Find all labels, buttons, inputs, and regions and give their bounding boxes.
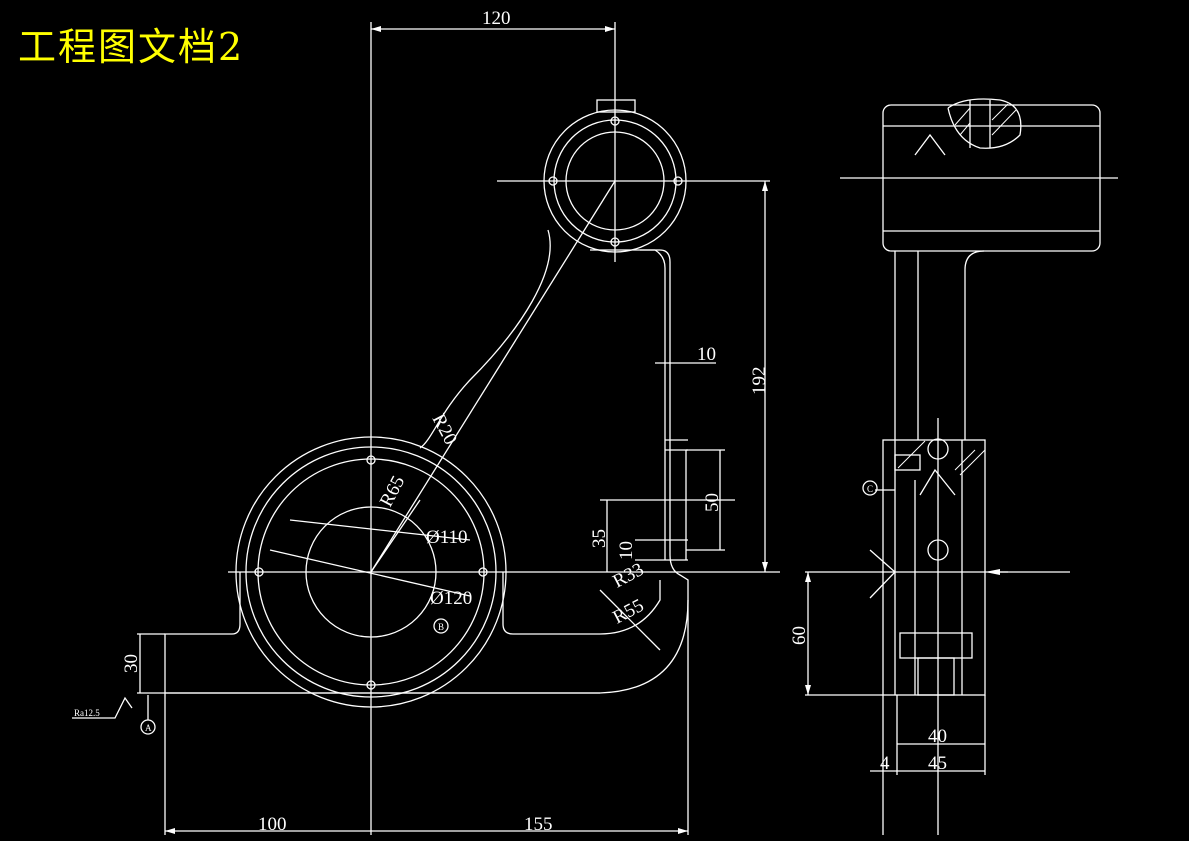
dim-text-d110: Ø110 [426, 527, 468, 548]
leader-d120 [269, 549, 471, 597]
marker-b: B [438, 622, 444, 632]
lower-hub [235, 436, 507, 708]
dim-text-10-slot: 10 [616, 541, 637, 560]
dim-text-r65: R65 [376, 473, 409, 511]
dim-text-120: 120 [482, 8, 511, 29]
base-plate [164, 572, 241, 693]
leader-r20 [370, 180, 616, 573]
arm-outline [419, 229, 551, 449]
dim-text-r33: R33 [609, 559, 647, 592]
marker-a: A [145, 723, 152, 733]
leader-d110 [289, 519, 471, 541]
arm-inner [590, 249, 666, 440]
side-view [805, 98, 1118, 835]
dim-text-60: 60 [789, 626, 810, 645]
marker-c-circle [862, 480, 878, 496]
dim-text-10-wall: 10 [697, 344, 716, 365]
dim-text-r55: R55 [609, 595, 647, 628]
arm-right-outline [165, 249, 689, 694]
drawing-title: 工程图文档2 [18, 25, 245, 69]
dim-text-d120: Ø120 [430, 588, 472, 609]
dim-text-4: 4 [880, 753, 890, 774]
dim-text-35: 35 [589, 529, 610, 548]
dim-text-155: 155 [524, 814, 553, 835]
roughness-label: Ra12.5 [74, 708, 100, 718]
marker-c: C [867, 484, 873, 494]
dim-text-45: 45 [928, 753, 947, 774]
marker-a-circle [140, 719, 156, 735]
dim-text-40: 40 [928, 726, 947, 747]
roughness-symbol [72, 696, 133, 719]
dim-text-192: 192 [749, 367, 770, 396]
dim-text-100: 100 [258, 814, 287, 835]
hatching [897, 103, 1017, 476]
dim-text-30: 30 [121, 654, 142, 673]
upper-hub [543, 99, 687, 253]
leader-r55 [599, 589, 661, 651]
dim-text-r20: R20 [428, 410, 461, 448]
leader-r65 [370, 499, 421, 573]
marker-b-circle [433, 618, 449, 634]
dim-text-50: 50 [702, 493, 723, 512]
